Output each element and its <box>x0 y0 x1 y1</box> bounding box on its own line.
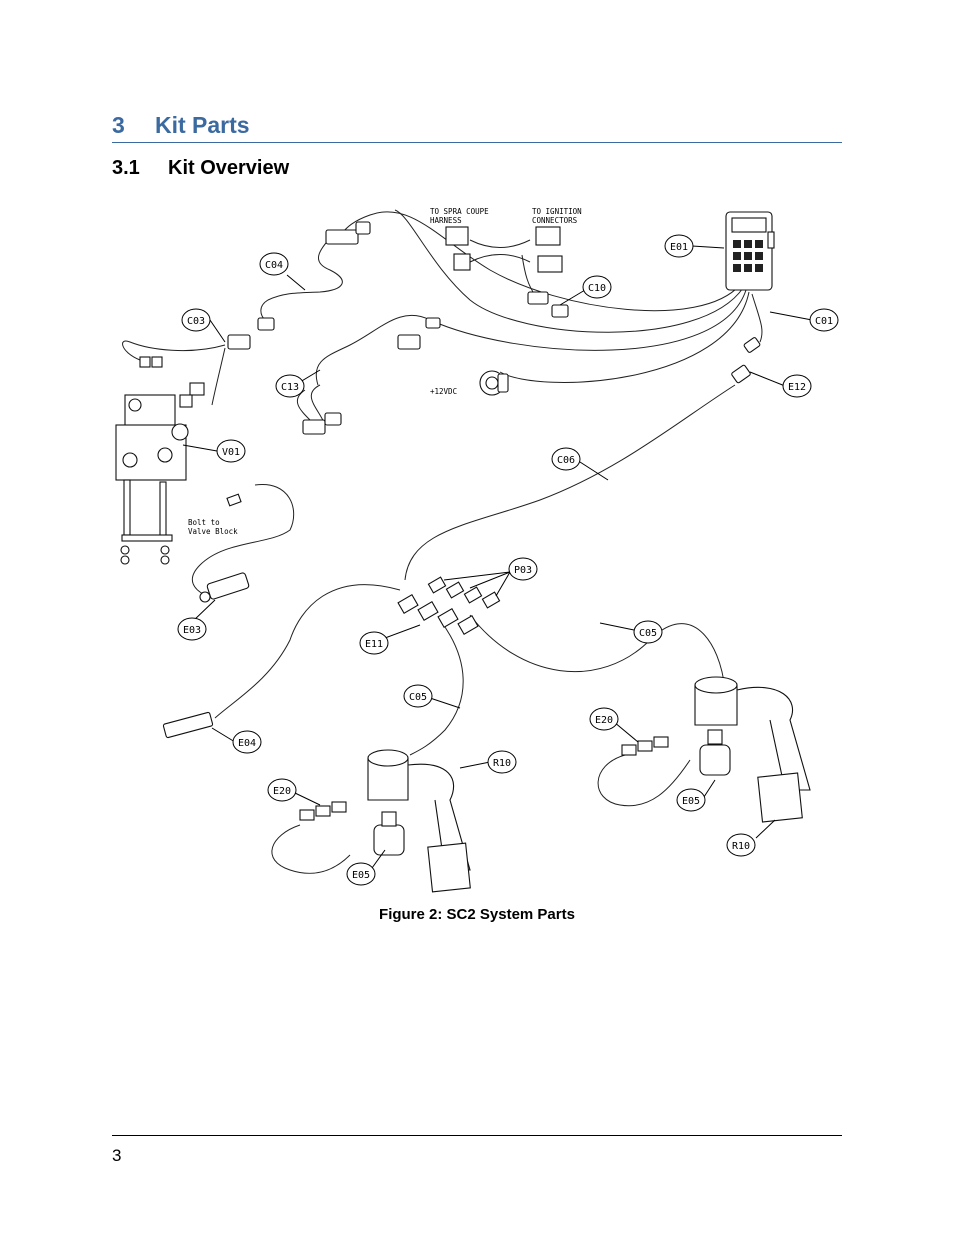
display-unit <box>725 211 775 291</box>
callout-r10-left: R10 <box>493 758 511 769</box>
subsection-number: 3.1 <box>112 157 140 179</box>
leader-lines <box>182 245 813 869</box>
note-bolt-line2: Valve Block <box>188 527 238 536</box>
subsection-title: Kit Overview <box>168 157 290 179</box>
note-bolt-line1: Bolt to <box>188 518 220 527</box>
callout-e05-left: E05 <box>352 870 370 881</box>
footer-divider <box>112 1135 842 1136</box>
callout-e11: E11 <box>365 639 383 650</box>
note-power: +12VDC <box>430 387 457 396</box>
figure-caption: Figure 2: SC2 System Parts <box>379 906 575 923</box>
callout-c03: C03 <box>187 316 205 327</box>
section-title: Kit Parts <box>155 112 250 138</box>
callout-e01: E01 <box>670 242 688 253</box>
note-spray-harness-line2: HARNESS <box>430 216 462 225</box>
section-heading: 3 Kit Parts <box>112 110 842 143</box>
callout-c05-left: C05 <box>409 692 427 703</box>
callout-e03: E03 <box>183 625 201 636</box>
note-ignition-line2: CONNECTORS <box>532 216 578 225</box>
callout-p03: P03 <box>514 565 532 576</box>
callout-c01: C01 <box>815 316 833 327</box>
callout-c04: C04 <box>265 260 283 271</box>
callout-e04: E04 <box>238 738 256 749</box>
callout-r10-right: R10 <box>732 841 750 852</box>
callout-e20-right: E20 <box>595 715 613 726</box>
note-ignition-line1: TO IGNITION <box>532 207 582 216</box>
callout-ellipses <box>177 234 839 886</box>
callout-e12: E12 <box>788 382 806 393</box>
page-number: 3 <box>112 1146 122 1165</box>
valve-block <box>115 382 242 565</box>
callout-v01: V01 <box>222 447 240 458</box>
connectors <box>139 221 761 821</box>
callout-c10: C10 <box>588 283 606 294</box>
rate-motor-right <box>694 676 811 823</box>
rate-motor-left <box>367 749 471 893</box>
callout-e05-right: E05 <box>682 796 700 807</box>
cables <box>122 209 763 874</box>
callout-e20-left: E20 <box>273 786 291 797</box>
section-number: 3 <box>112 112 125 138</box>
callout-c05-right: C05 <box>639 628 657 639</box>
callout-c06: C06 <box>557 455 575 466</box>
callout-c13: C13 <box>281 382 299 393</box>
note-spray-harness-line1: TO SPRA COUPE <box>430 207 489 216</box>
